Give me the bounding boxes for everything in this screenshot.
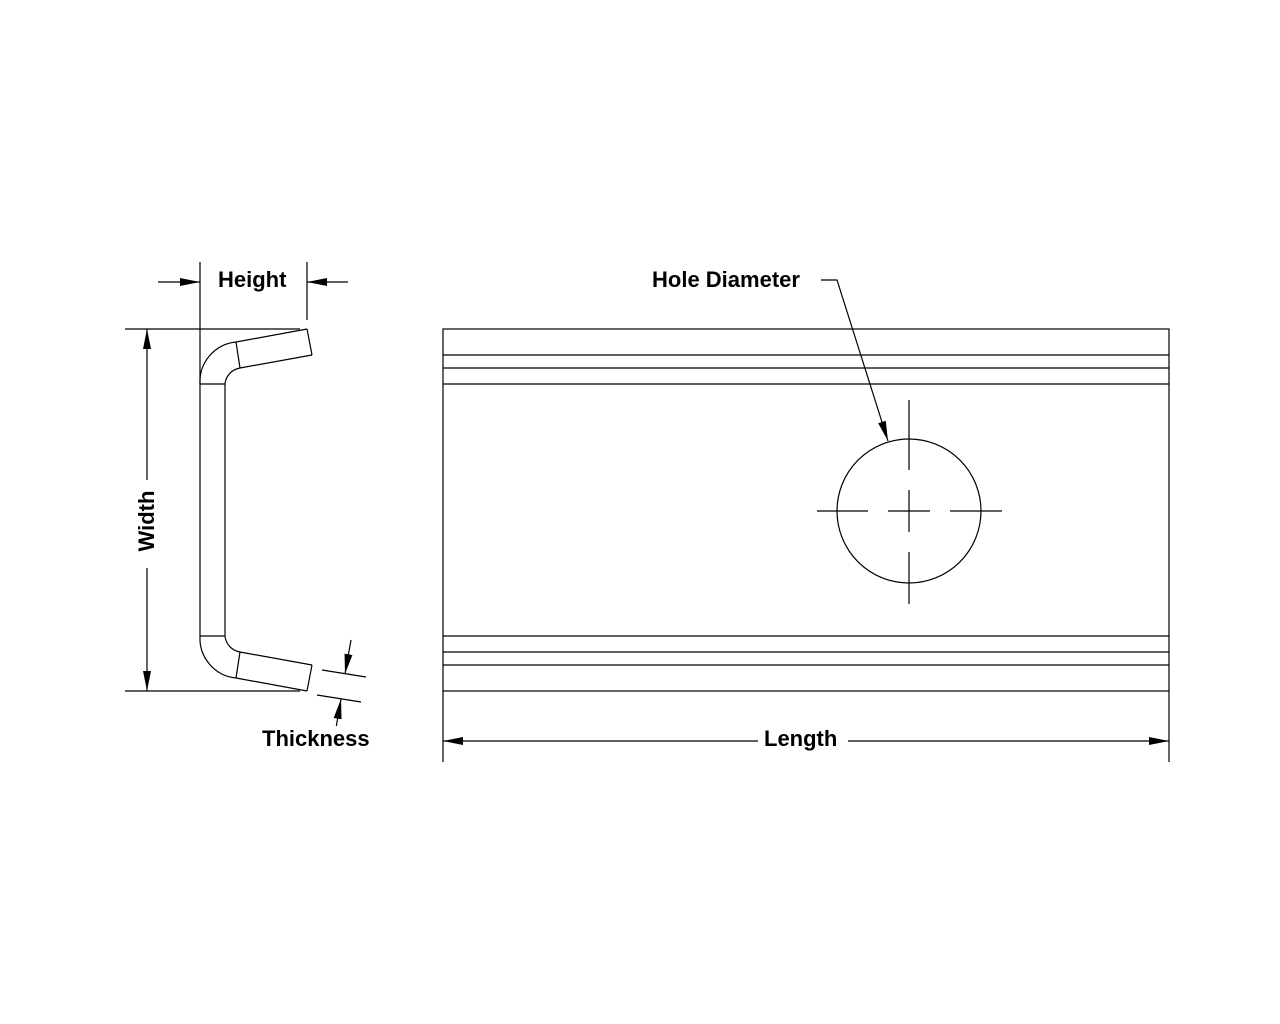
profile-top-flange-outer (235, 328, 308, 343)
thickness-dimension (316, 639, 367, 729)
thickness-arrow-upper (344, 639, 353, 675)
width-dimension (125, 328, 300, 692)
hole-diameter-label: Hole Diameter (652, 267, 800, 293)
side-profile (199, 328, 313, 692)
hole-diameter-leader (821, 279, 889, 442)
profile-top-flange-inner (239, 354, 313, 369)
length-label: Length (762, 726, 840, 752)
height-dimension (158, 262, 348, 384)
profile-bottom-flange-joint (235, 651, 241, 679)
profile-top-bend-outer (199, 341, 237, 385)
width-label: Width (134, 484, 160, 558)
profile-bottom-flange-end (306, 664, 313, 692)
profile-bottom-bend-inner (224, 635, 241, 653)
profile-top-bend-inner (224, 367, 241, 385)
top-view (442, 279, 1170, 692)
height-label: Height (218, 267, 287, 293)
plan-outline (442, 328, 1170, 692)
thickness-label: Thickness (262, 726, 370, 752)
thickness-extension-lower (316, 694, 362, 703)
profile-bottom-flange-inner (239, 651, 313, 666)
thickness-extension-upper (321, 669, 367, 678)
thickness-arrow-lower (333, 698, 342, 729)
profile-top-flange-joint (235, 341, 241, 369)
profile-bottom-bend-outer (199, 635, 237, 679)
length-dimension (442, 691, 1170, 762)
profile-top-flange-end (306, 328, 313, 356)
profile-bottom-flange-outer (235, 677, 308, 692)
